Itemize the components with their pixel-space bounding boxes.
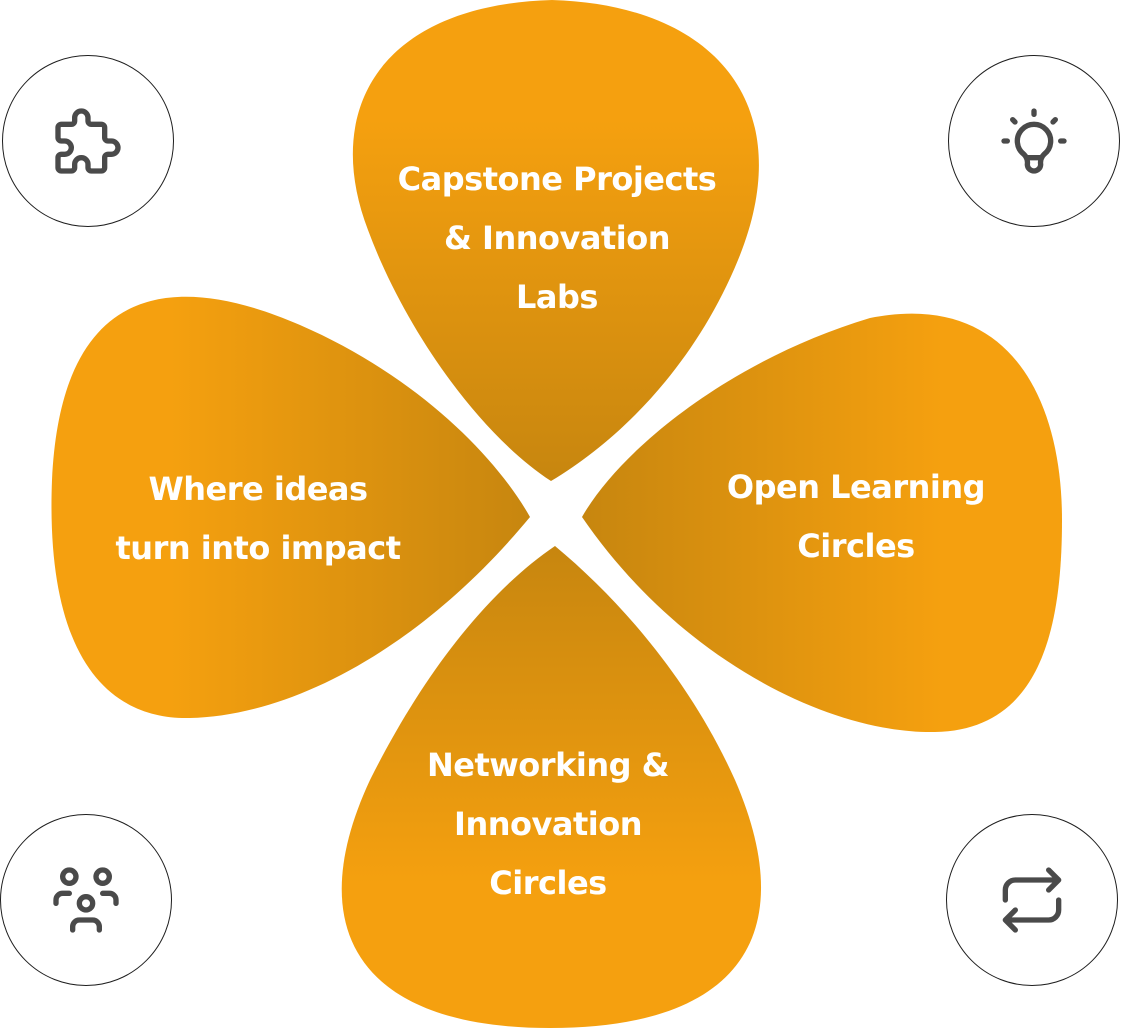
- petal-top-line: Capstone Projects: [397, 160, 717, 198]
- petal-right: [582, 313, 1062, 733]
- petal-bottom-line: Circles: [489, 864, 607, 902]
- petal-bottom-line: Networking &: [426, 746, 670, 784]
- petal-bottom-label: Networking & Innovation Circles: [348, 736, 748, 913]
- icon-circle-top-left: [2, 55, 174, 227]
- petal-left-line: Where ideas: [148, 470, 368, 508]
- petal-bottom-line: Innovation: [454, 805, 642, 843]
- icon-circle-top-right: [948, 55, 1120, 227]
- users-group-icon: [53, 867, 119, 933]
- petal-bottom: [341, 546, 762, 1028]
- petal-left-label: Where ideas turn into impact: [58, 460, 458, 578]
- lightbulb-icon: [1001, 108, 1067, 174]
- petal-right-line: Circles: [797, 527, 915, 565]
- petal-left: [51, 296, 530, 719]
- petal-top-label: Capstone Projects & Innovation Labs: [357, 150, 757, 327]
- petal-right-line: Open Learning: [726, 468, 986, 506]
- petal-top: [352, 0, 759, 481]
- repeat-icon: [1002, 867, 1062, 933]
- puzzle-icon: [55, 108, 121, 174]
- icon-circle-bottom-left: [0, 814, 172, 986]
- icon-circle-bottom-right: [946, 814, 1118, 986]
- petal-right-label: Open Learning Circles: [656, 458, 1056, 576]
- petal-top-line: Labs: [516, 278, 598, 316]
- petal-left-line: turn into impact: [115, 529, 401, 567]
- petal-top-line: & Innovation: [444, 219, 670, 257]
